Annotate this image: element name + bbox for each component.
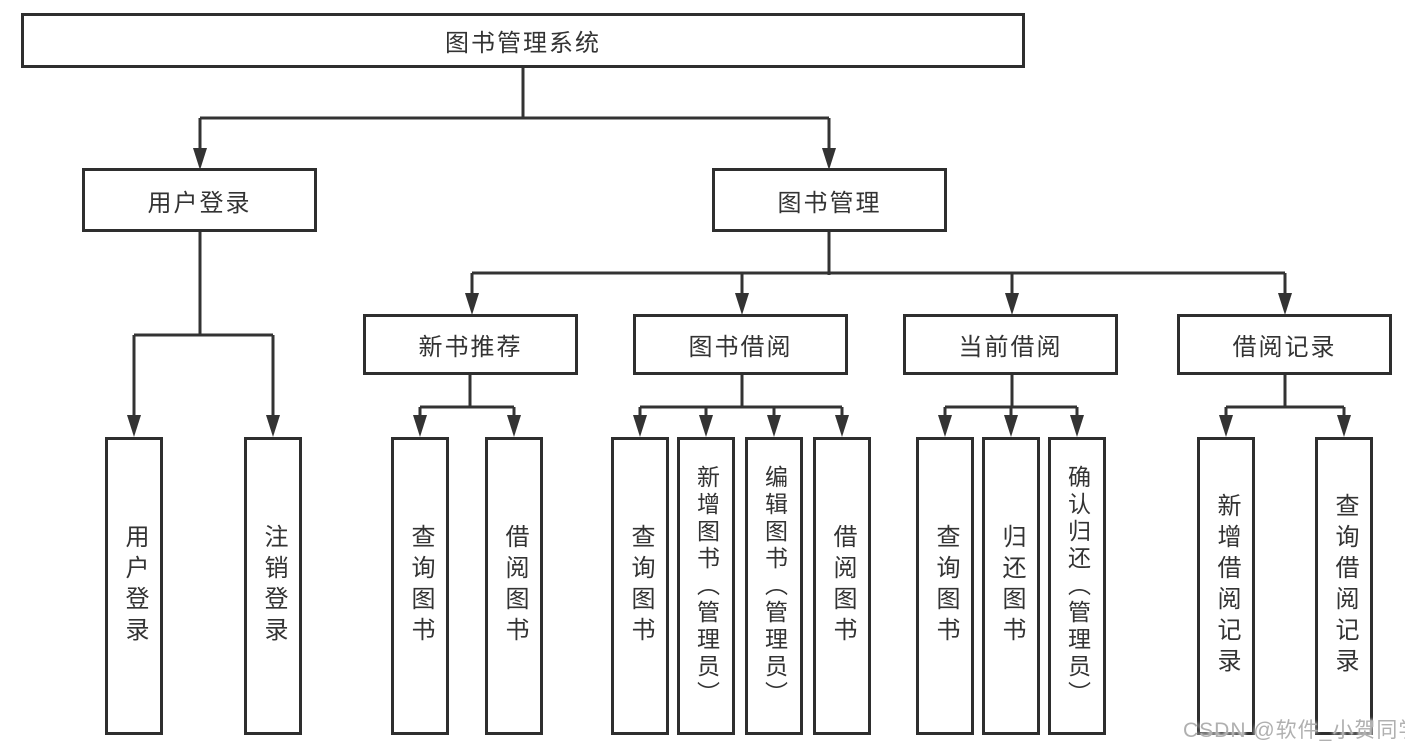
node-logout-action: 注销登录 — [244, 437, 302, 735]
node-library-management-system: 图书管理系统 — [21, 13, 1025, 68]
node-borrowing-edit-books-admin: 编辑图书（管理员） — [745, 437, 803, 735]
node-user-login: 用户登录 — [82, 168, 317, 232]
node-borrowing-add-books-admin: 新增图书（管理员） — [677, 437, 735, 735]
node-recommend-borrow-books: 借阅图书 — [485, 437, 543, 735]
node-user-login-action: 用户登录 — [105, 437, 163, 735]
node-current-confirm-return-admin: 确认归还（管理员） — [1048, 437, 1106, 735]
node-book-borrowing: 图书借阅 — [633, 314, 848, 375]
node-recommend-query-books: 查询图书 — [391, 437, 449, 735]
node-borrowing-borrow-books: 借阅图书 — [813, 437, 871, 735]
node-new-book-recommend: 新书推荐 — [363, 314, 578, 375]
node-current-borrowing: 当前借阅 — [903, 314, 1118, 375]
node-records-query-record: 查询借阅记录 — [1315, 437, 1373, 735]
node-current-query-books: 查询图书 — [916, 437, 974, 735]
node-borrowing-records: 借阅记录 — [1177, 314, 1392, 375]
node-records-add-record: 新增借阅记录 — [1197, 437, 1255, 735]
node-current-return-books: 归还图书 — [982, 437, 1040, 735]
node-book-management: 图书管理 — [712, 168, 947, 232]
node-borrowing-query-books: 查询图书 — [611, 437, 669, 735]
